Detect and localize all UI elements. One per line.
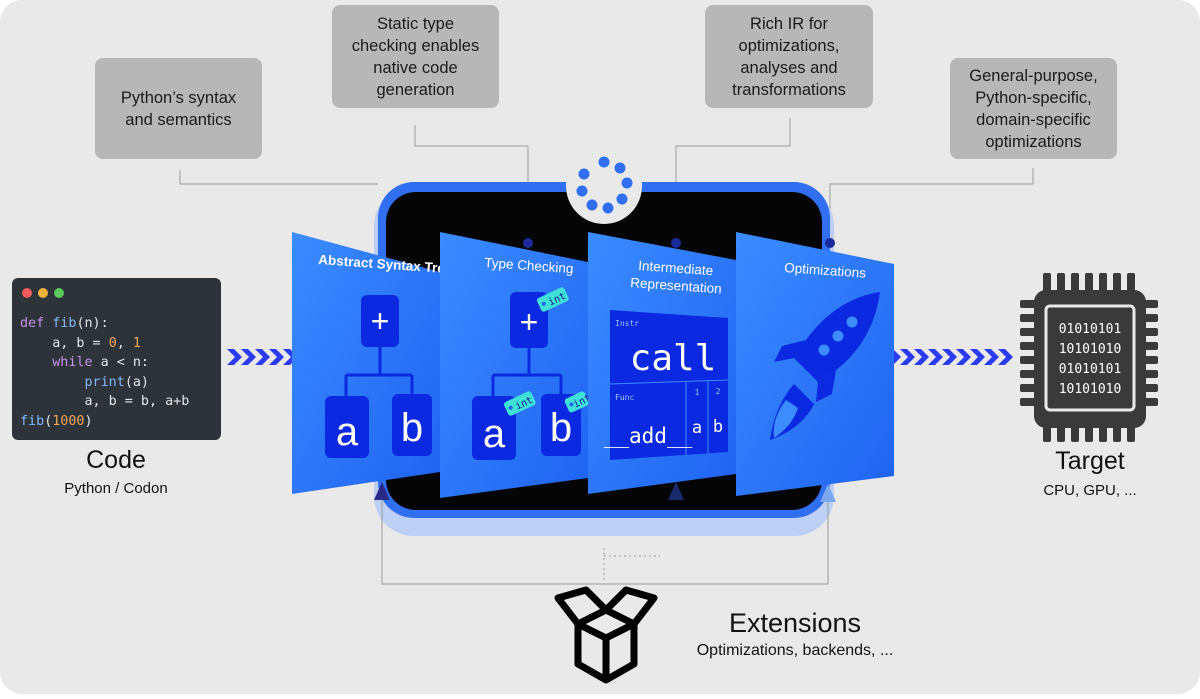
ir-instr-label: Instr — [615, 319, 639, 328]
extension-arrow-icon — [820, 484, 836, 502]
panel-ast: Abstract Syntax Tree + a b — [292, 232, 453, 494]
cpu-bits-3: 01010101 — [1059, 362, 1122, 377]
extension-arrow-icon — [374, 482, 390, 500]
ast-op: + — [371, 303, 390, 339]
bubble-opts: General-purpose, Python-specific, domain… — [950, 58, 1117, 159]
code-title: Code — [86, 446, 146, 474]
panel-ir-title-2: Representation — [630, 275, 722, 296]
extensions-title: Extensions — [728, 608, 862, 638]
panel-ir-title-1: Intermediate — [638, 258, 714, 278]
panel-opts: Optimizations — [736, 232, 894, 496]
maximize-dot-icon — [54, 288, 64, 298]
close-dot-icon — [22, 288, 32, 298]
ir-arg2: b — [713, 417, 723, 437]
minimize-dot-icon — [38, 288, 48, 298]
cpu-chip-icon: 01010101 10101010 01010101 10101010 — [1020, 273, 1158, 442]
ir-instr: call — [630, 338, 717, 379]
types-left: a — [483, 412, 506, 456]
cpu-bits-1: 01010101 — [1059, 322, 1122, 337]
panel-opts-title: Optimizations — [784, 260, 867, 281]
ir-func: __add__ — [604, 424, 693, 448]
ir-arg1: a — [692, 418, 702, 438]
bubble-types: Static type checking enables native code… — [332, 5, 499, 108]
extension-arrow-icon — [668, 482, 684, 500]
bubble-syntax: Python’s syntax and semantics — [95, 58, 262, 159]
cpu-bits-2: 10101010 — [1059, 342, 1122, 357]
extensions-subtitle: Optimizations, backends, ... — [696, 642, 894, 659]
cpu-bits-4: 10101010 — [1059, 382, 1122, 397]
target-subtitle: CPU, GPU, ... — [1043, 482, 1137, 499]
ast-right: b — [401, 406, 423, 450]
target-title: Target — [1055, 447, 1125, 475]
ir-col2: 2 — [716, 387, 721, 396]
rocket-icon — [770, 292, 880, 440]
types-right: b — [550, 406, 572, 450]
connector-dots — [523, 238, 835, 248]
codon-logo-icon — [566, 148, 642, 224]
ast-left: a — [336, 410, 359, 454]
panel-types: Type Checking + a b int int int — [440, 232, 593, 498]
bubble-ir: Rich IR for optimizations, analyses and … — [705, 5, 873, 108]
types-op: + — [520, 304, 539, 340]
panel-types-title: Type Checking — [484, 255, 574, 276]
code-window: def fib(n): a, b = 0, 1 while a < n: pri… — [12, 278, 221, 440]
extension-box-icon — [554, 586, 658, 684]
extension-connectors — [381, 495, 829, 585]
code-snippet: def fib(n): a, b = 0, 1 while a < n: pri… — [20, 316, 190, 429]
panel-ir: Intermediate Representation Instr call F… — [588, 232, 736, 494]
ir-func-label: Func — [615, 393, 634, 402]
ir-col1: 1 — [695, 388, 700, 397]
code-subtitle: Python / Codon — [64, 480, 168, 497]
